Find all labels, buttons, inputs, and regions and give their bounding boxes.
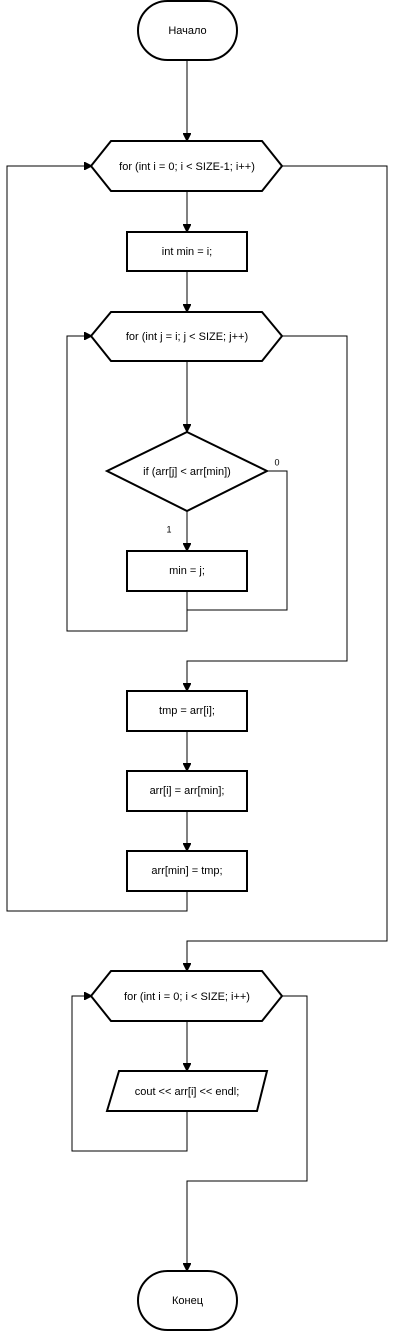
edge-outer-loop-back <box>6 166 188 912</box>
inner-loop-label: for (int j = i; j < SIZE; j++) <box>126 331 248 343</box>
edge-condition-false-branch <box>187 470 288 611</box>
outer-loop-node: for (int i = 0; i < SIZE-1; i++) <box>89 140 284 192</box>
edge-print-loop-back <box>71 996 188 1152</box>
edge-inner-loop-back <box>66 336 188 632</box>
condition-label: if (arr[j] < arr[min]) <box>143 466 231 478</box>
edge-inner-loop-exit <box>187 335 348 690</box>
edge-print-loop-exit <box>187 995 308 1270</box>
start-node: Начало <box>137 0 238 61</box>
start-label: Начало <box>168 25 206 37</box>
swap-assign-label: arr[i] = arr[min]; <box>150 785 225 797</box>
edge-outer-loop-exit <box>187 165 388 970</box>
swap-restore-node: arr[min] = tmp; <box>126 850 248 892</box>
swap-assign-node: arr[i] = arr[min]; <box>126 770 248 812</box>
swap-tmp-node: tmp = arr[i]; <box>126 690 248 732</box>
end-node: Конец <box>137 1270 238 1331</box>
init-min-node: int min = i; <box>126 231 248 272</box>
swap-restore-label: arr[min] = tmp; <box>151 865 222 877</box>
update-min-node: min = j; <box>126 550 248 592</box>
print-loop-label: for (int i = 0; i < SIZE; i++) <box>124 991 250 1003</box>
outer-loop-label: for (int i = 0; i < SIZE-1; i++) <box>119 161 255 173</box>
branch-true-label: 1 <box>166 524 171 534</box>
branch-false-label: 0 <box>274 457 279 467</box>
inner-loop-node: for (int j = i; j < SIZE; j++) <box>89 311 284 362</box>
output-node: cout << arr[i] << endl; <box>105 1070 269 1112</box>
condition-node: if (arr[j] < arr[min]) <box>104 430 270 513</box>
print-loop-node: for (int i = 0; i < SIZE; i++) <box>89 970 284 1022</box>
end-label: Конец <box>172 1295 204 1307</box>
swap-tmp-label: tmp = arr[i]; <box>159 705 215 717</box>
init-min-label: int min = i; <box>162 246 212 258</box>
output-label: cout << arr[i] << endl; <box>135 1086 240 1098</box>
update-min-label: min = j; <box>169 565 205 577</box>
